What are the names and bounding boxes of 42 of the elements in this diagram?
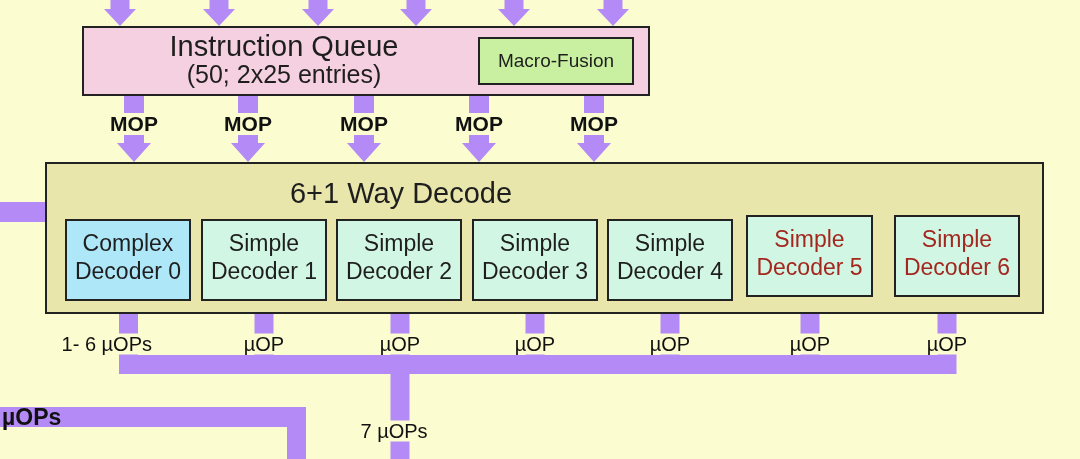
- decoder-label: Complex Decoder 0: [73, 229, 183, 285]
- flow-label: µOP: [378, 333, 422, 354]
- edge-label: MOP: [569, 112, 619, 135]
- decoder-label: Simple Decoder 1: [209, 229, 319, 285]
- flow-label: µOP: [925, 333, 969, 354]
- decode-panel: [45, 162, 1044, 314]
- decoder-box: [201, 219, 327, 301]
- decoder-label: Simple Decoder 5: [755, 225, 864, 281]
- arrow: [104, 0, 136, 26]
- decoder-box: [607, 219, 733, 301]
- decoder-box: [894, 215, 1020, 297]
- decoder-box: [336, 219, 462, 301]
- edge-label: MOP: [109, 112, 159, 135]
- decoder-box: [746, 215, 873, 297]
- flow-label: µOP: [513, 333, 557, 354]
- flow-label: 1- 6 µOPs: [60, 333, 153, 354]
- fusion-box: [478, 37, 634, 85]
- flow-label: µOP: [788, 333, 832, 354]
- decoder-label: Simple Decoder 6: [902, 225, 1012, 281]
- queue-box: [82, 26, 650, 96]
- decoder-label: Simple Decoder 2: [344, 229, 454, 285]
- decoder-label: Simple Decoder 4: [615, 229, 725, 285]
- decoder-label: Simple Decoder 3: [480, 229, 590, 285]
- arrow: [203, 0, 235, 26]
- decoder-box: [472, 219, 598, 301]
- decoder-box: [65, 219, 191, 301]
- flow-label: µOP: [242, 333, 286, 354]
- flow-label: 7 µOPs: [359, 420, 429, 442]
- edge-label: MOP: [223, 112, 273, 135]
- flow-label: µOP: [648, 333, 692, 354]
- arrow: [597, 0, 629, 26]
- bus-line: [0, 202, 45, 222]
- edge-label: MOP: [339, 112, 389, 135]
- box-subtitle: (50; 2x25 entries): [186, 62, 382, 87]
- arrow: [498, 0, 530, 26]
- edge-label: MOP: [454, 112, 504, 135]
- panel-title: 6+1 Way Decode: [289, 179, 513, 208]
- arrow: [400, 0, 432, 26]
- box-label: Macro-Fusion: [497, 50, 615, 72]
- flow-label: µOPs: [2, 405, 62, 429]
- arrow: [302, 0, 334, 26]
- box-title: Instruction Queue: [169, 32, 399, 61]
